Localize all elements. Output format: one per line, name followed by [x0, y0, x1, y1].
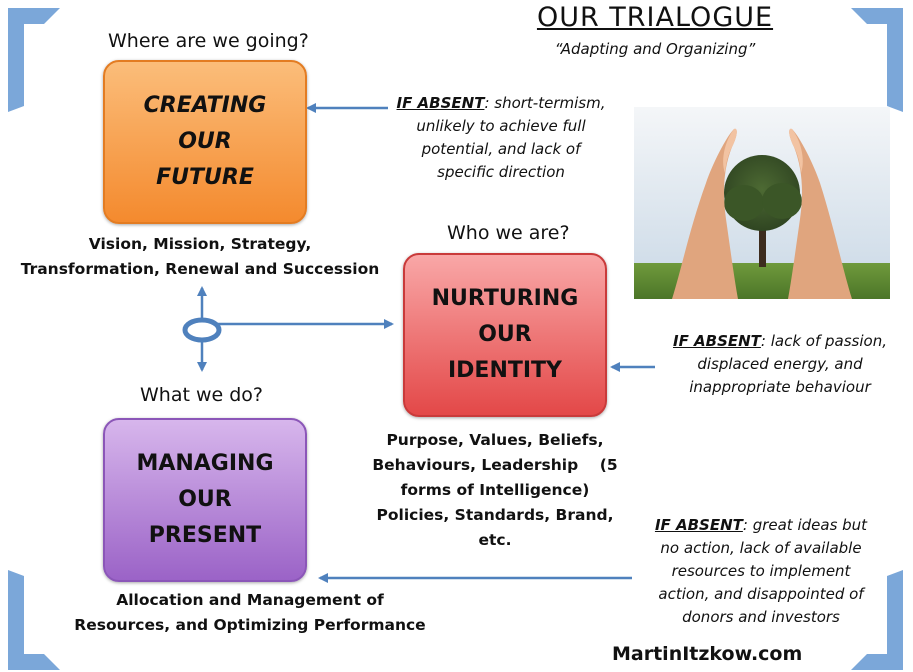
if-absent-label: IF ABSENT	[654, 516, 743, 534]
if-absent-line: donors and investors	[682, 608, 840, 626]
box-present-label: MANAGING OUR PRESENT	[136, 451, 274, 548]
description-present: Allocation and Management of Resources, …	[60, 588, 440, 638]
if-absent-line: : great ideas but	[742, 516, 868, 534]
description-future: Vision, Mission, Strategy, Transformatio…	[0, 232, 400, 282]
description-line: Vision, Mission, Strategy,	[88, 235, 312, 253]
if-absent-future: IF ABSENT: short-termism, unlikely to ac…	[372, 92, 630, 184]
if-absent-label: IF ABSENT	[396, 94, 485, 112]
if-absent-identity: IF ABSENT: lack of passion, displaced en…	[655, 330, 905, 399]
box-future-label: CREATING OUR FUTURE	[143, 93, 267, 190]
if-absent-line: displaced energy, and	[697, 355, 863, 373]
if-absent-line: no action, lack of available	[660, 539, 862, 557]
if-absent-line: specific direction	[437, 163, 565, 181]
diagram-title: OUR TRIALOGUE	[536, 2, 774, 33]
if-absent-line: resources to implement	[671, 562, 851, 580]
box-identity-label: NURTURING OUR IDENTITY	[431, 286, 579, 383]
box-managing-our-present: MANAGING OUR PRESENT	[103, 418, 307, 582]
description-identity: Purpose, Values, Beliefs, Behaviours, Le…	[350, 428, 640, 553]
corner-bracket-top-right	[851, 8, 903, 112]
if-absent-present: IF ABSENT: great ideas but no action, la…	[636, 514, 886, 629]
description-line: etc.	[478, 531, 512, 549]
description-line: Policies, Standards, Brand,	[376, 506, 614, 524]
question-future: Where are we going?	[108, 30, 309, 52]
description-line: Transformation, Renewal and Succession	[20, 260, 380, 278]
if-absent-line: potential, and lack of	[421, 140, 581, 158]
question-present: What we do?	[140, 384, 263, 406]
if-absent-line: inappropriate behaviour	[689, 378, 871, 396]
description-line: Behaviours, Leadership (5	[372, 456, 618, 474]
if-absent-line: action, and disappointed of	[658, 585, 864, 603]
box-creating-our-future: CREATING OUR FUTURE	[103, 60, 307, 224]
if-absent-line: : lack of passion,	[760, 332, 887, 350]
description-line: Resources, and Optimizing Performance	[74, 616, 426, 634]
hands-tree-photo	[634, 107, 890, 299]
box-nurturing-our-identity: NURTURING OUR IDENTITY	[403, 253, 607, 417]
description-line: forms of Intelligence)	[400, 481, 590, 499]
hands-tree-illustration	[634, 107, 890, 299]
if-absent-line: unlikely to achieve full	[416, 117, 586, 135]
hub-ring	[182, 317, 222, 343]
if-absent-label: IF ABSENT	[672, 332, 761, 350]
corner-bracket-bottom-left	[8, 570, 60, 670]
corner-bracket-bottom-right	[851, 570, 903, 670]
question-identity: Who we are?	[447, 222, 570, 244]
description-line: Purpose, Values, Beliefs,	[386, 431, 604, 449]
corner-bracket-top-left	[8, 8, 60, 112]
website-credit: MartinItzkow.com	[612, 643, 803, 665]
diagram-subtitle: “Adapting and Organizing”	[554, 40, 756, 58]
if-absent-line: : short-termism,	[484, 94, 606, 112]
description-line: Allocation and Management of	[116, 591, 384, 609]
